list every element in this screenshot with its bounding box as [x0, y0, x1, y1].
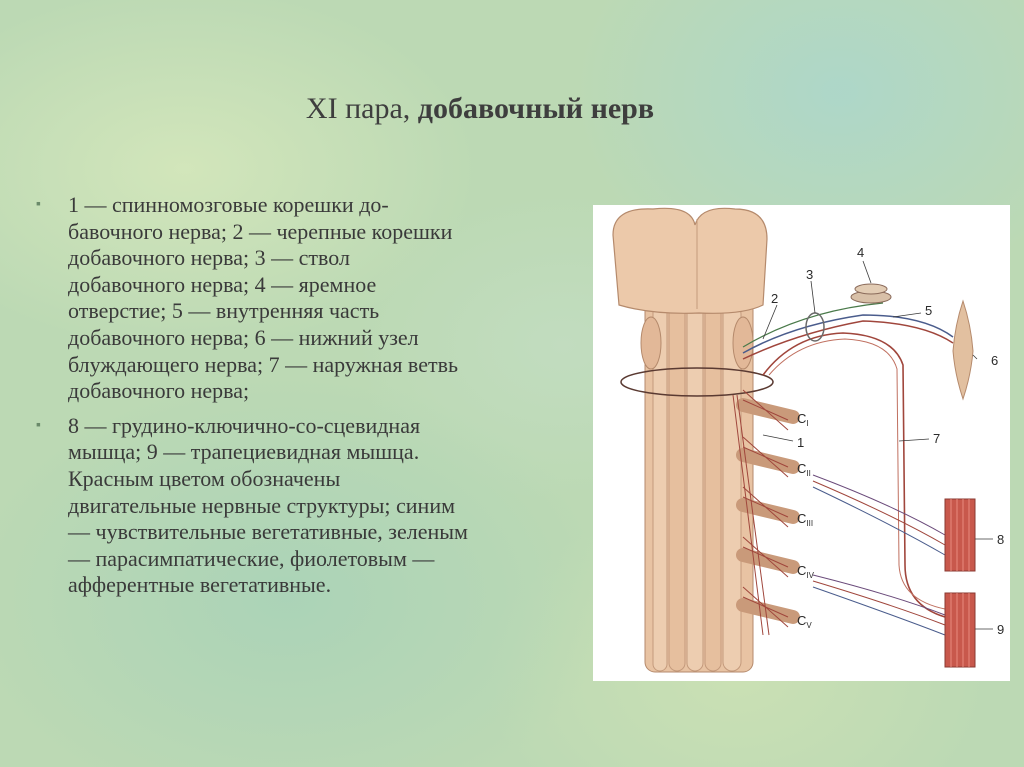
bullet-line: 1 — спинномозговые корешки до-	[68, 192, 389, 217]
bullet-line: двигательные нервные структуры; синим	[68, 492, 456, 518]
label-6: 6	[991, 353, 998, 368]
bullet-line: бавочного нерва; 2 — черепные корешки	[68, 218, 453, 244]
label-c1: CI	[797, 411, 809, 428]
bullet-line: 8 — грудино-ключично-со-сцевидная	[68, 412, 421, 438]
spinal-roots	[732, 389, 800, 636]
jugular-foramen	[850, 283, 892, 304]
label-c2: CII	[797, 461, 811, 478]
accessory-nerve-illustration: 2 3 4 5 6 7 1 8 9 CI CII CIII CIV CV	[593, 205, 1010, 681]
slide-title: XI пара, добавочный нерв	[0, 92, 960, 126]
bullet-line: добавочного нерва;	[68, 378, 250, 404]
bullet-marker-icon: ▪	[36, 417, 41, 433]
bullet-marker-icon: ▪	[36, 197, 41, 212]
label-5: 5	[925, 303, 932, 318]
bullet-line: добавочного нерва; 4 — яремное	[68, 271, 377, 297]
bullet-line: отверстие; 5 — внутренняя часть	[68, 298, 380, 324]
bullet-item: ▪ 1 — спинномозговые корешки до- бавочно…	[36, 192, 596, 405]
anatomy-diagram: 2 3 4 5 6 7 1 8 9 CI CII CIII CIV CV	[612, 207, 1004, 673]
muscles	[944, 498, 976, 668]
cord-ring	[620, 367, 774, 397]
label-7: 7	[933, 431, 940, 446]
bullet-line: добавочного нерва; 6 — нижний узел	[68, 324, 419, 350]
bullet-list: ▪ 1 — спинномозговые корешки до- бавочно…	[36, 192, 596, 607]
label-1: 1	[797, 435, 804, 450]
label-c4: CIV	[797, 563, 815, 580]
nerve-paths	[742, 302, 954, 636]
label-c5: CV	[797, 613, 812, 630]
title-bold: добавочный нерв	[417, 92, 655, 125]
bullet-item: ▪ 8 — грудино-ключично-со-сцевидная мышц…	[36, 413, 596, 599]
bullet-line: афферентные вегетативные.	[68, 572, 332, 598]
bullet-line: добавочного нерва; 3 — ствол	[68, 245, 350, 271]
label-9: 9	[997, 622, 1004, 637]
bullet-line: блуждающего нерва; 7 — наружная ветвь	[68, 351, 458, 377]
bullet-line: Красным цветом обозначены	[68, 465, 341, 491]
leader-lines	[762, 260, 993, 630]
inferior-ganglion	[952, 299, 974, 401]
bullet-line: мышца; 9 — трапециевидная мышца.	[68, 439, 420, 465]
label-4: 4	[857, 245, 864, 260]
label-3: 3	[806, 267, 813, 282]
label-8: 8	[997, 532, 1004, 547]
label-c3: CIII	[797, 511, 813, 528]
title-prefix: XI пара,	[305, 92, 418, 125]
bullet-line: — чувствительные вегетативные, зеленым	[68, 519, 468, 545]
bullet-line: — парасимпатические, фиолетовым —	[68, 545, 435, 571]
label-2: 2	[771, 291, 778, 306]
